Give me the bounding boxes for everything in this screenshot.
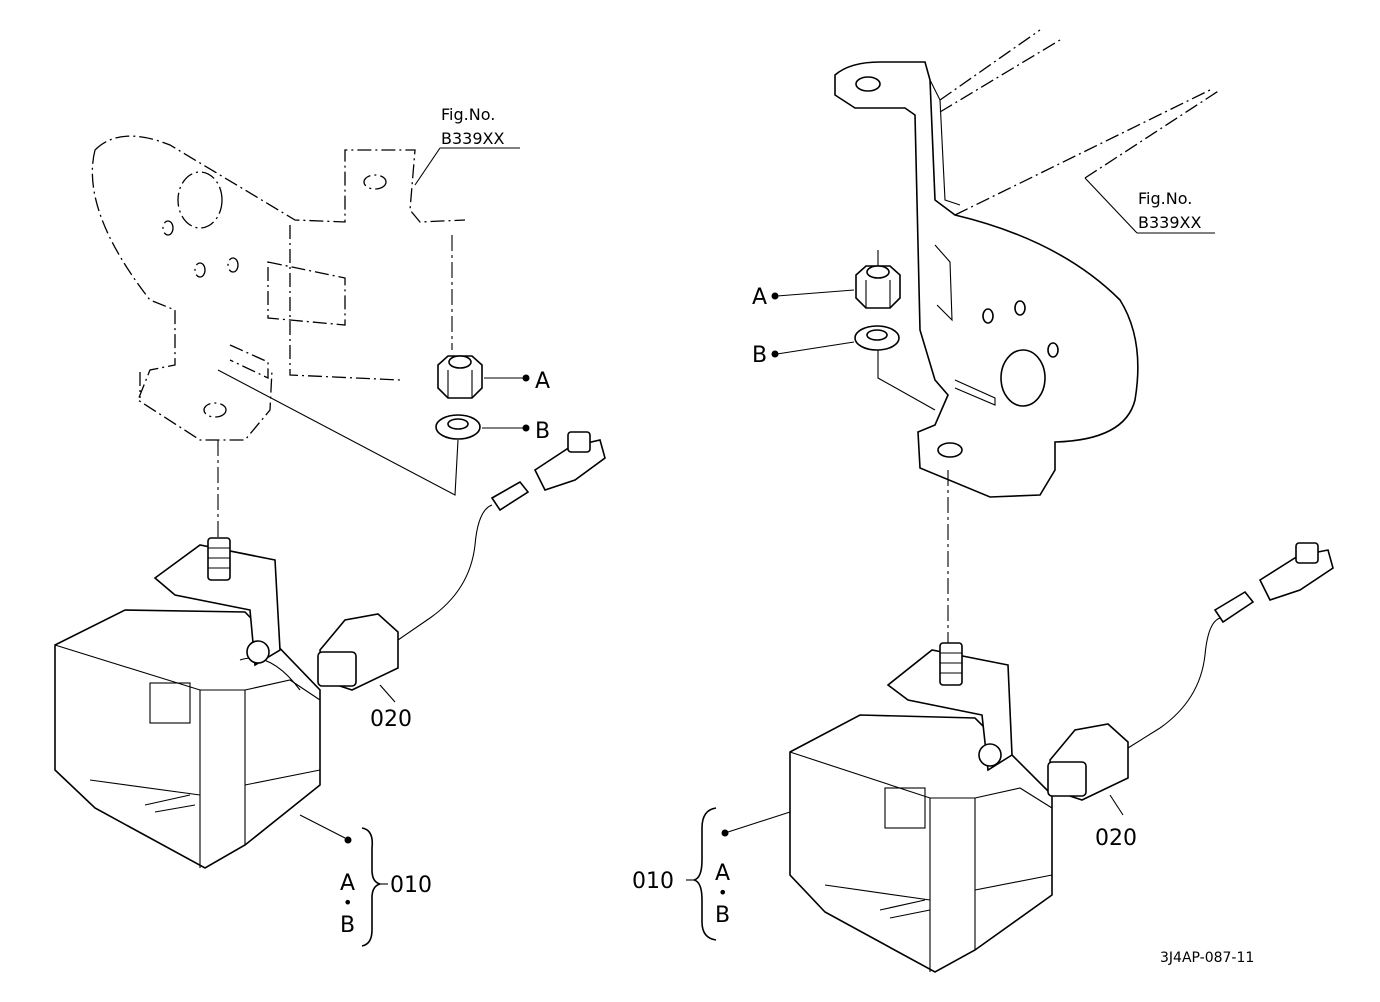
right-bracket-letter-a: A bbox=[715, 861, 730, 886]
right-mount-bracket bbox=[834, 61, 1139, 498]
left-fig-no-label: Fig.No. bbox=[441, 105, 495, 124]
left-assembly bbox=[54, 135, 606, 947]
right-fig-no-code: B339XX bbox=[1138, 213, 1201, 232]
left-washer bbox=[435, 414, 481, 440]
right-bracket-letter-b: B bbox=[715, 903, 730, 928]
right-work-lamp bbox=[789, 642, 1053, 973]
left-bracket-letter-b: B bbox=[340, 913, 355, 938]
right-bracket-letter-dot: • bbox=[718, 883, 727, 902]
left-callout-b: B bbox=[535, 419, 550, 444]
left-bracket-hole-large bbox=[177, 171, 223, 229]
right-callout-a: A bbox=[752, 285, 767, 310]
right-nut bbox=[855, 265, 901, 309]
left-bracket-letter-a: A bbox=[340, 871, 355, 896]
right-part-010: 010 bbox=[632, 869, 674, 894]
right-part-020: 020 bbox=[1095, 826, 1137, 851]
left-part-020: 020 bbox=[370, 707, 412, 732]
left-part-010: 010 bbox=[390, 873, 432, 898]
left-work-lamp bbox=[54, 537, 321, 869]
right-callout-b: B bbox=[752, 343, 767, 368]
right-harness-connector bbox=[1047, 542, 1334, 801]
right-washer bbox=[854, 325, 900, 351]
drawing-code: 3J4AP-087-11 bbox=[1160, 950, 1254, 966]
right-assembly bbox=[686, 29, 1334, 973]
left-mount-bracket bbox=[91, 135, 466, 441]
left-callout-a: A bbox=[535, 369, 550, 394]
left-fig-no-code: B339XX bbox=[441, 129, 504, 148]
left-nut bbox=[437, 355, 483, 399]
right-fig-no-label: Fig.No. bbox=[1138, 189, 1192, 208]
left-harness-connector bbox=[317, 431, 606, 691]
left-bracket-letter-dot: • bbox=[343, 893, 352, 912]
